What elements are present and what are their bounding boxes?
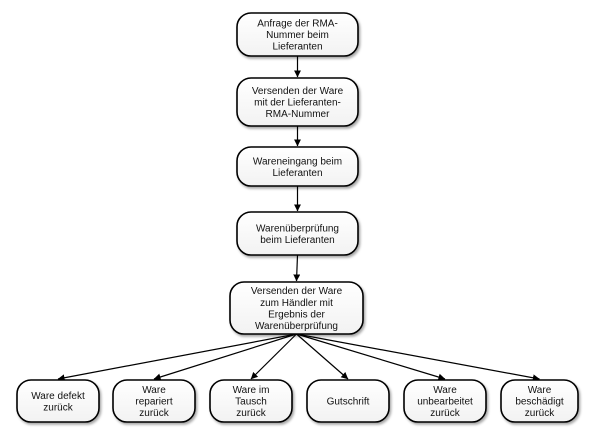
node-box bbox=[500, 379, 579, 423]
arrow-warenpruefung-to-versand-haendler bbox=[293, 254, 301, 282]
node-label-line: mit der Lieferanten- bbox=[254, 98, 341, 109]
node-box bbox=[236, 211, 359, 256]
node-label-line: zurück bbox=[525, 408, 555, 419]
node-label-line: Ergebnis der bbox=[268, 309, 325, 320]
node-label-line: zurück bbox=[43, 402, 73, 413]
node-label-line: Ware bbox=[433, 385, 457, 396]
node-box bbox=[236, 12, 359, 57]
node-label: Gutschrift bbox=[327, 397, 370, 408]
node-label-line: unbearbeitet bbox=[417, 397, 473, 408]
node-box bbox=[16, 379, 100, 423]
node-label-line: Warenüberprüfung bbox=[256, 223, 339, 234]
node-label-line: Nummer beim bbox=[266, 30, 329, 41]
node-box bbox=[236, 146, 359, 187]
node-box bbox=[403, 379, 487, 423]
node-label-line: zurück bbox=[236, 408, 266, 419]
node-label-line: Ware defekt bbox=[31, 391, 85, 402]
node-label-line: Lieferanten bbox=[272, 168, 322, 179]
node-label-line: Tausch bbox=[235, 397, 267, 408]
node-box bbox=[112, 379, 196, 423]
node-box bbox=[236, 77, 359, 127]
node-box bbox=[229, 281, 364, 335]
node-label-line: Warenüberprüfung bbox=[255, 321, 338, 332]
node-label-line: Versenden der Ware bbox=[251, 286, 343, 297]
node-label-line: zurück bbox=[139, 408, 169, 419]
node-label-line: Ware bbox=[142, 385, 166, 396]
node-box bbox=[306, 379, 390, 423]
arrow-versand-haendler-to-repariert bbox=[153, 333, 297, 381]
node-label-line: Ware im bbox=[233, 385, 270, 396]
node-label-line: Versenden der Ware bbox=[252, 86, 344, 97]
node-label-line: Lieferanten bbox=[272, 42, 322, 53]
node-label-line: Gutschrift bbox=[327, 397, 370, 408]
edge-layer bbox=[57, 56, 540, 382]
arrow-versand-haendler-to-beschaedigt bbox=[296, 333, 540, 382]
arrow-versand-haendler-to-unbearbeitet bbox=[296, 333, 446, 381]
node-label-line: beschädigt bbox=[515, 397, 564, 408]
arrow-versand-haendler-to-tausch bbox=[250, 333, 297, 380]
node-gutschrift: Gutschrift bbox=[306, 379, 390, 423]
node-label-line: Ware bbox=[528, 385, 552, 396]
node-label-line: Anfrage der RMA- bbox=[257, 19, 338, 30]
node-label-line: Wareneingang beim bbox=[253, 156, 342, 167]
node-box bbox=[209, 379, 293, 423]
node-label-line: zurück bbox=[430, 408, 460, 419]
node-label-line: beim Lieferanten bbox=[260, 235, 335, 246]
node-label-line: repariert bbox=[135, 397, 172, 408]
node-label-line: zum Händler mit bbox=[260, 298, 333, 309]
node-label-line: RMA-Nummer bbox=[266, 109, 331, 120]
arrow-versand-haendler-to-defekt bbox=[57, 333, 297, 382]
arrow-versand-haendler-to-gutschrift bbox=[296, 333, 349, 380]
